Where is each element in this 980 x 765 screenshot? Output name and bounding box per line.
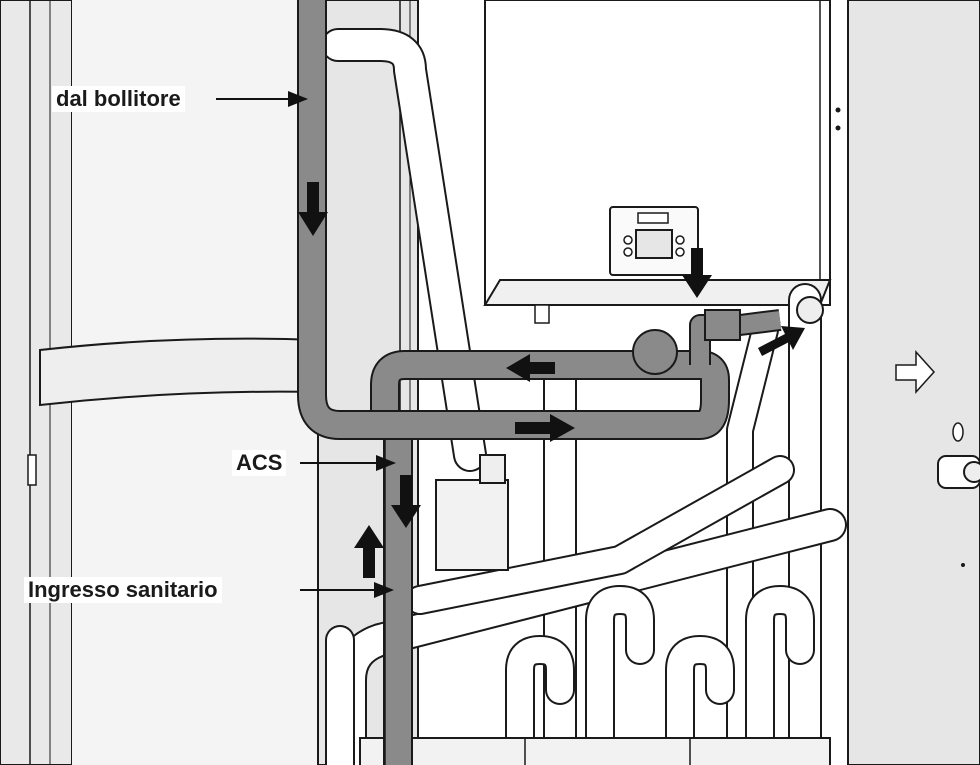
arrow-left-top-loop [506, 354, 555, 382]
arrow-down-control [682, 248, 712, 298]
label-cold-inlet: Ingresso sanitario [24, 577, 222, 603]
bottom-manifold [359, 737, 831, 765]
direction-outline-arrow [895, 350, 936, 394]
label-dhw: ACS [232, 450, 287, 476]
control-panel [609, 206, 699, 276]
arrow-up-inlet [354, 525, 384, 578]
flow-arrows [298, 182, 805, 578]
dhw-pipe [297, 0, 782, 765]
hydraulic-pipes [321, 28, 847, 765]
leader-lines [216, 91, 396, 598]
fittings [534, 296, 824, 375]
right-casing-panel [835, 0, 980, 765]
arrow-diagonal-outlet [758, 326, 805, 356]
arrow-right-bottom-loop [515, 414, 575, 442]
arrow-down-from-boiler [298, 182, 328, 236]
arrow-down-acs [391, 475, 421, 528]
label-from-boiler: dal bollitore [52, 86, 185, 112]
valve-block [435, 454, 509, 571]
